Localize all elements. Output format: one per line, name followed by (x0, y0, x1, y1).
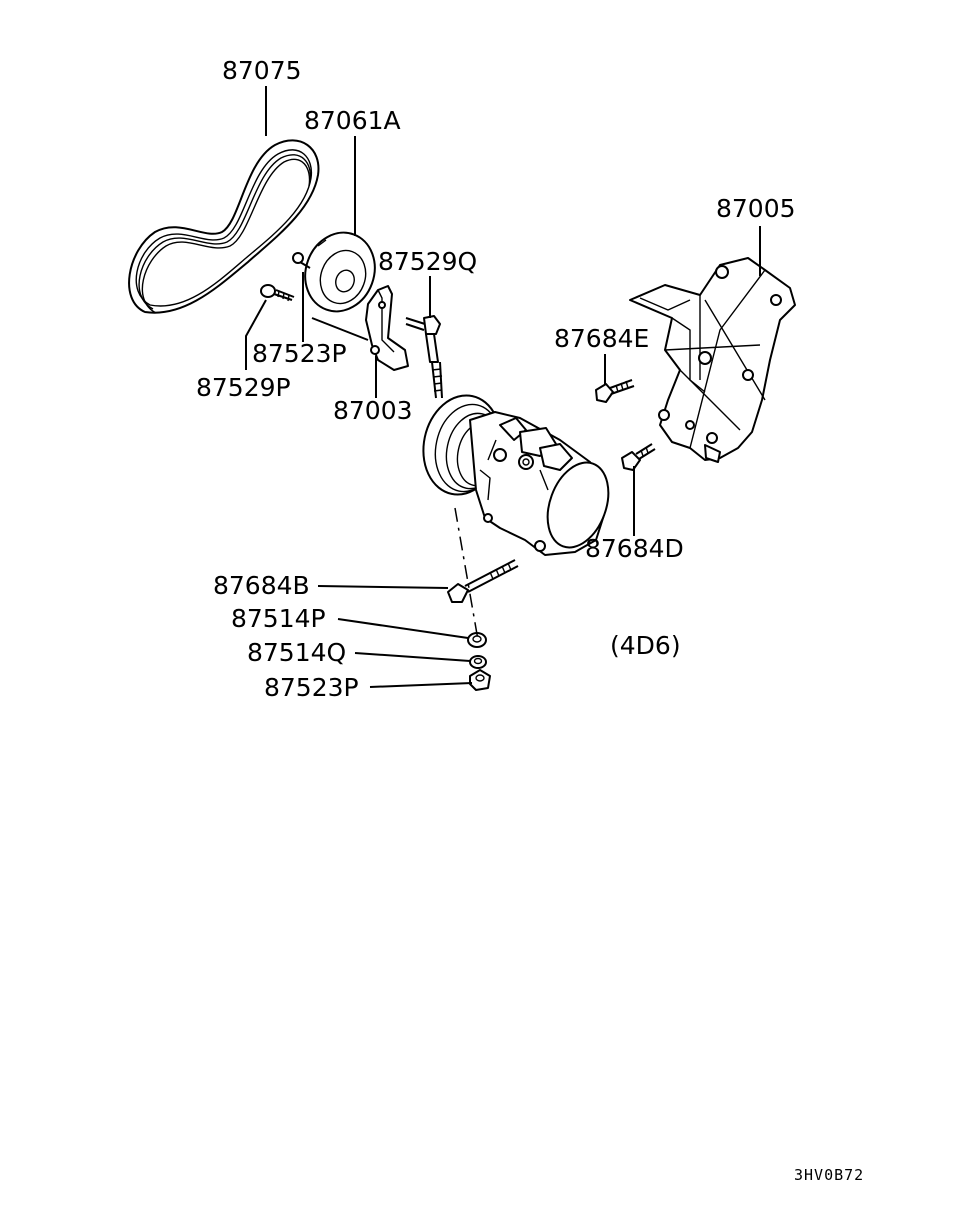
engine-note: (4D6) (610, 631, 681, 660)
label-87684B: 87684B (213, 571, 310, 600)
label-87061A: 87061A (304, 106, 401, 135)
nut-87523P-bottom (469, 669, 491, 691)
label-87005: 87005 (716, 194, 796, 223)
bolt-87684E (595, 379, 635, 403)
adjusting-bolt-87529Q (405, 315, 443, 399)
washer-87514Q (469, 655, 487, 669)
bolt-87529P (260, 284, 295, 302)
bolt-87523P-top (292, 252, 311, 269)
tensioner-bracket (365, 285, 409, 371)
compressor-mount-bracket (629, 257, 796, 463)
assembly-center-line (454, 507, 479, 641)
drive-belt (128, 139, 320, 314)
idler-pulley (304, 231, 376, 313)
label-87514Q: 87514Q (247, 638, 346, 667)
label-87523P-top: 87523P (252, 339, 347, 368)
label-87514P: 87514P (231, 604, 326, 633)
label-87003: 87003 (333, 396, 413, 425)
label-87684D: 87684D (585, 534, 684, 563)
label-87075: 87075 (222, 56, 302, 85)
label-87684E: 87684E (554, 324, 649, 353)
label-87529P: 87529P (196, 373, 291, 402)
label-87523P-bottom: 87523P (264, 673, 359, 702)
bolt-87684D (621, 443, 656, 471)
diagram-code: 3HV0B72 (794, 1166, 864, 1184)
long-bolt-87684B (447, 559, 519, 603)
label-87529Q: 87529Q (378, 247, 477, 276)
ac-compressor (422, 394, 610, 556)
leader-lines (245, 86, 761, 688)
